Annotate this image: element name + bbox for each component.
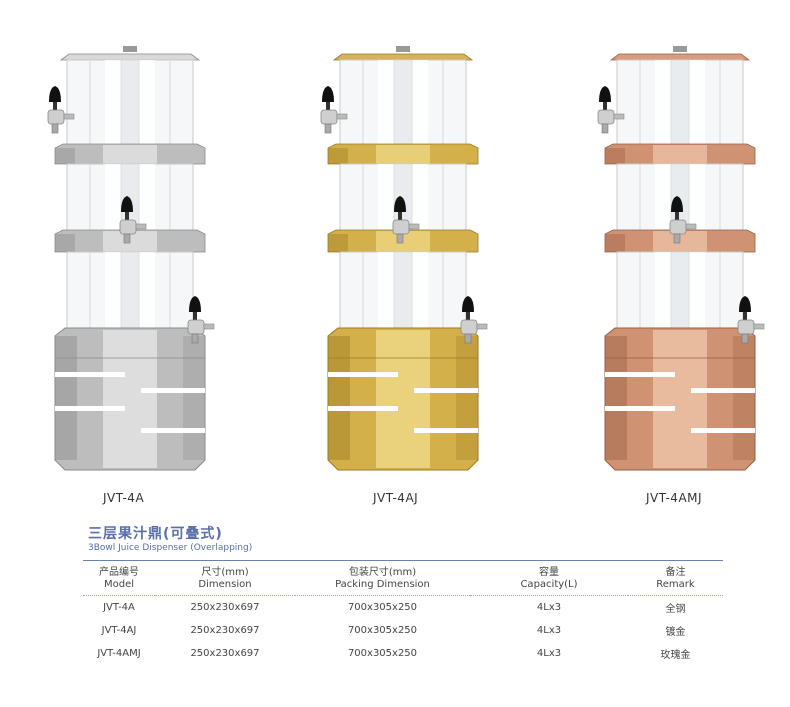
faucet-icon [320,86,348,134]
header-model-cn: 产品编号 [99,567,139,578]
faucet-icon [737,296,765,344]
cell-capacity: 4Lx3 [536,648,562,659]
cell-remark: 全钢 [665,604,686,615]
faucet-icon [119,196,147,244]
header-dimension-cn: 尺寸(mm) [201,567,249,578]
faucet-icon [597,86,625,134]
cell-capacity: 4Lx3 [536,625,562,636]
spec-title-english: 3Bowl Juice Dispenser (Overlapping) [88,543,253,553]
glass-tank [616,59,744,153]
lid [332,46,474,61]
cell-model: JVT-4AMJ [97,648,141,659]
header-model-en: Model [103,579,135,590]
cell-model: JVT-4AJ [101,625,137,636]
faucet-icon [460,296,488,344]
faucet-icon [187,296,215,344]
metal-band [54,143,206,165]
product-model-label-3: JVT-4AMJ [646,491,703,505]
table-row: JVT-4AJ 250x230x697 700x305x250 4Lx3 镀金 [83,619,723,642]
product-image-silver [45,40,215,480]
glass-tank [66,251,194,333]
header-capacity-cn: 容量 [539,567,559,578]
spec-title-chinese: 三层果汁鼎(可叠式) [88,526,223,542]
base-stand [327,327,479,471]
faucet-icon [47,86,75,134]
glass-tank [339,59,467,153]
cell-packing: 700x305x250 [347,602,418,613]
base-stand [54,327,206,471]
cell-packing: 700x305x250 [347,648,418,659]
faucet-icon [669,196,697,244]
glass-tank [339,251,467,333]
product-image-rose-gold [595,40,765,480]
cell-model: JVT-4A [103,602,135,613]
metal-band [604,143,756,165]
cell-dimension: 250x230x697 [190,602,260,613]
cell-capacity: 4Lx3 [536,602,562,613]
lid [59,46,201,61]
cell-dimension: 250x230x697 [190,648,260,659]
cell-remark: 镀金 [665,627,686,638]
lid [609,46,751,61]
metal-band [327,143,479,165]
header-remark-cn: 备注 [665,567,686,578]
product-model-label-1: JVT-4A [103,491,145,505]
table-row: JVT-4AMJ 250x230x697 700x305x250 4Lx3 玫瑰… [83,642,723,665]
base-stand [604,327,756,471]
cell-packing: 700x305x250 [347,625,418,636]
faucet-icon [392,196,420,244]
header-remark-en: Remark [656,579,695,590]
glass-tank [616,251,744,333]
product-image-gold [318,40,488,480]
header-dimension-en: Dimension [198,579,252,590]
table-row: JVT-4A 250x230x697 700x305x250 4Lx3 全钢 [83,596,723,620]
header-capacity-en: Capacity(L) [520,579,578,590]
header-packing-dimension: 包装尺寸(mm)Packing Dimension [295,560,470,596]
cell-dimension: 250x230x697 [190,625,260,636]
product-model-label-2: JVT-4AJ [373,491,419,505]
cell-remark: 玫瑰金 [660,650,691,661]
header-packing-cn: 包装尺寸(mm) [348,567,417,578]
header-dimension: 尺寸(mm)Dimension [155,560,295,596]
header-packing-en: Packing Dimension [335,579,430,590]
glass-tank [66,59,194,153]
